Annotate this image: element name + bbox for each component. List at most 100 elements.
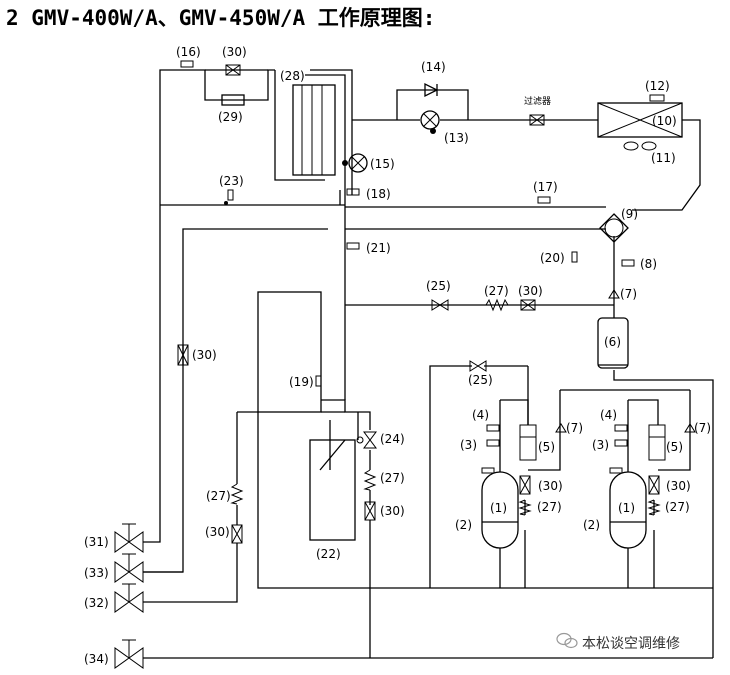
- sensor-19: [315, 375, 322, 387]
- label-31: (31): [84, 535, 109, 549]
- label-32: (32): [84, 596, 109, 610]
- label-5a: (5): [538, 440, 555, 454]
- heat-exchanger-28: [292, 84, 336, 176]
- check-valve-14: [424, 82, 439, 98]
- label-30-comp2: (30): [666, 479, 691, 493]
- valve-24: [356, 431, 377, 449]
- watermark: 本松谈空调维修: [582, 636, 680, 652]
- label-3a: (3): [460, 438, 477, 452]
- filter-30-comp2: [648, 475, 660, 495]
- label-3b: (3): [592, 438, 609, 452]
- capillary-29: [221, 94, 245, 106]
- filter-30-comp1: [519, 475, 531, 495]
- label-10: (10): [652, 114, 677, 128]
- label-22: (22): [316, 547, 341, 561]
- capillary-27c: [230, 483, 244, 505]
- capillary-27b: [363, 469, 377, 491]
- label-30-line: (30): [518, 284, 543, 298]
- label-2a: (2): [455, 518, 472, 532]
- sensor-12: [649, 94, 665, 102]
- label-14: (14): [421, 60, 446, 74]
- sensor-21: [346, 242, 360, 250]
- switch-23: [227, 189, 234, 201]
- compressor-1a: [481, 424, 537, 549]
- label-4a: (4): [472, 408, 489, 422]
- label-15: (15): [370, 157, 395, 171]
- capillary-27d: [518, 499, 532, 516]
- filter-30-top: [225, 64, 241, 76]
- check-valve-7a: [608, 289, 620, 299]
- sensor-20: [571, 251, 578, 263]
- sensor-18: [346, 188, 360, 196]
- service-valve-34: [114, 639, 144, 669]
- fan-11: [623, 141, 639, 151]
- capillary-27a: [485, 298, 509, 312]
- diagram-title: 2 GMV-400W/A、GMV-450W/A 工作原理图:: [6, 6, 436, 30]
- label-30-branch: (30): [205, 525, 230, 539]
- label-25b: (25): [468, 373, 493, 387]
- label-8: (8): [640, 257, 657, 271]
- label-5b: (5): [666, 440, 683, 454]
- label-34: (34): [84, 652, 109, 666]
- label-27c: (27): [206, 489, 231, 503]
- service-valve-32: [114, 583, 144, 613]
- label-16: (16): [176, 45, 201, 59]
- service-valve-31: [114, 523, 144, 553]
- label-27e: (27): [665, 500, 690, 514]
- label-7a: (7): [620, 287, 637, 301]
- service-valve-33: [114, 553, 144, 583]
- piping: [143, 69, 714, 659]
- valve-25a: [431, 299, 449, 311]
- label-11: (11): [651, 151, 676, 165]
- label-25a: (25): [426, 279, 451, 293]
- label-30-left: (30): [192, 348, 217, 362]
- sensor-8: [621, 259, 635, 267]
- sensor-17: [537, 196, 551, 204]
- label-17: (17): [533, 180, 558, 194]
- label-19: (19): [289, 375, 314, 389]
- label-24: (24): [380, 432, 405, 446]
- label-7c: (7): [694, 421, 711, 435]
- label-29: (29): [218, 110, 243, 124]
- label-20: (20): [540, 251, 565, 265]
- label-1b: (1): [618, 501, 635, 515]
- label-27b: (27): [380, 471, 405, 485]
- filter-30-line: [520, 299, 536, 311]
- outdoor-coil-10: [597, 102, 683, 138]
- compressor-1b: [609, 424, 666, 549]
- label-30-top: (30): [222, 45, 247, 59]
- filter-30-branch: [231, 524, 243, 544]
- label-4b: (4): [600, 408, 617, 422]
- label-9: (9): [621, 207, 638, 221]
- filter-30-sep: [364, 501, 376, 521]
- valve-25b: [469, 360, 487, 372]
- label-6: (6): [604, 335, 621, 349]
- label-13: (13): [444, 131, 469, 145]
- sensor-16: [180, 60, 194, 68]
- label-28: (28): [280, 69, 305, 83]
- expansion-valve-15: [348, 153, 368, 173]
- oil-separator-6: [597, 317, 629, 369]
- check-valve-7b: [555, 423, 567, 433]
- label-27d: (27): [537, 500, 562, 514]
- label-30-sep: (30): [380, 504, 405, 518]
- label-2b: (2): [583, 518, 600, 532]
- label-23: (23): [219, 174, 244, 188]
- label-27a: (27): [484, 284, 509, 298]
- label-21: (21): [366, 241, 391, 255]
- filter-30-left: [177, 344, 189, 366]
- label-12: (12): [645, 79, 670, 93]
- label-1a: (1): [490, 501, 507, 515]
- label-30-comp1: (30): [538, 479, 563, 493]
- four-way-valve-9: [599, 213, 629, 243]
- label-7b: (7): [566, 421, 583, 435]
- capillary-27e: [647, 499, 661, 516]
- filter-right: [529, 114, 545, 126]
- wechat-icon: [556, 632, 578, 649]
- check-valve-7c: [684, 423, 696, 433]
- label-33: (33): [84, 566, 109, 580]
- label-18: (18): [366, 187, 391, 201]
- component-labels: (16) (30) (29) (28) (15) (14) (13) 过滤器 (…: [84, 45, 711, 666]
- label-filter: 过滤器: [524, 95, 551, 107]
